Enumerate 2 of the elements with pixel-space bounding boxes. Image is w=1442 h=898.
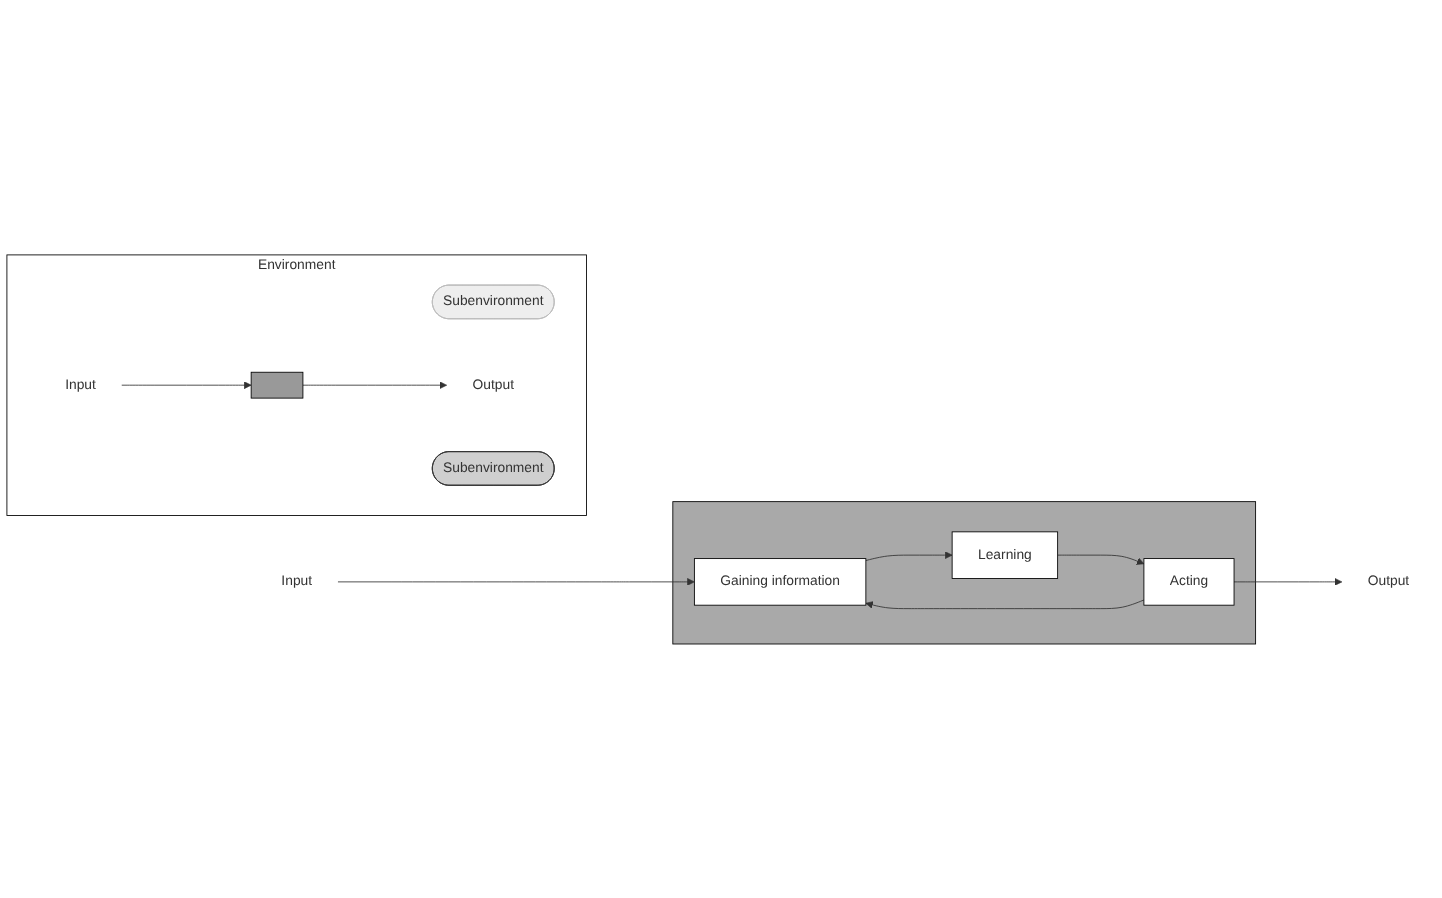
cluster: [672, 500, 1257, 644]
node-box: [250, 371, 304, 399]
